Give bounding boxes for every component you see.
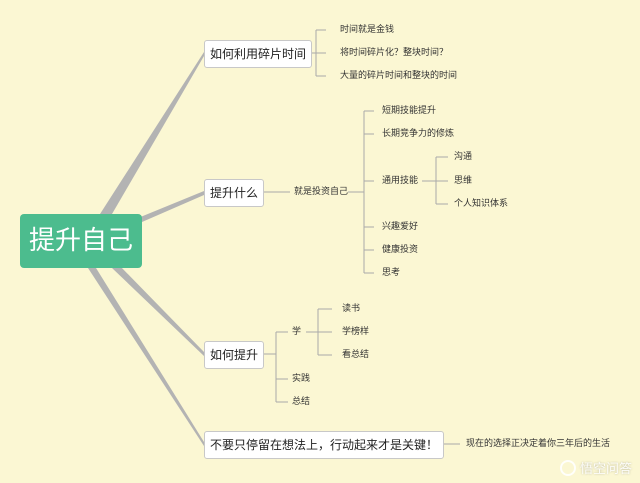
leaf-knowledge-system[interactable]: 个人知识体系 (454, 199, 509, 209)
leaf-connectors (262, 29, 460, 445)
branch-node-what-to-improve[interactable]: 提升什么 (204, 179, 265, 207)
leaf-short-term-skills[interactable]: 短期技能提升 (382, 106, 437, 116)
branch-node-take-action[interactable]: 不要只停留在想法上，行动起来才是关键！ (204, 431, 445, 459)
leaf-mindset[interactable]: 思维 (454, 176, 473, 186)
leaf-hobbies[interactable]: 兴趣爱好 (382, 222, 419, 232)
leaf-summarize[interactable]: 总结 (292, 397, 311, 407)
leaf-long-term-competitiveness[interactable]: 长期竞争力的修炼 (382, 129, 455, 139)
connector-branch-2 (138, 191, 204, 222)
connector-branch-4 (88, 268, 204, 446)
leaf-read-books[interactable]: 读书 (342, 304, 361, 314)
leaf-fragment-or-block-time[interactable]: 将时间碎片化？整块时间？ (340, 48, 449, 58)
branch-node-fragment-time[interactable]: 如何利用碎片时间 (204, 40, 313, 68)
leaf-review-summaries[interactable]: 看总结 (342, 350, 370, 360)
leaf-choices-decide-future[interactable]: 现在的选择正决定着你三年后的生活 (466, 439, 611, 449)
leaf-practice[interactable]: 实践 (292, 374, 311, 384)
branch-node-how-to-improve[interactable]: 如何提升 (204, 341, 265, 369)
root-connectors (88, 52, 204, 446)
watermark: 悟空问答 (559, 458, 632, 477)
leaf-lots-of-fragment-and-block-time[interactable]: 大量的碎片时间和整块的时间 (340, 71, 458, 81)
root-node[interactable]: 提升自己 (20, 214, 142, 268)
leaf-learn[interactable]: 学 (292, 327, 302, 337)
leaf-thinking[interactable]: 思考 (382, 268, 401, 278)
leaf-time-is-money[interactable]: 时间就是金钱 (340, 25, 395, 35)
connector-branch-3 (112, 266, 204, 356)
leaf-learn-from-role-models[interactable]: 学榜样 (342, 327, 370, 337)
connector-branch-1 (100, 52, 204, 214)
leaf-health-investment[interactable]: 健康投资 (382, 245, 419, 255)
watermark-text: 悟空问答 (579, 462, 632, 477)
mid-invest-in-yourself[interactable]: 就是投资自己 (294, 187, 349, 197)
leaf-communication[interactable]: 沟通 (454, 152, 473, 162)
wukong-logo-icon (559, 459, 576, 476)
leaf-general-skills[interactable]: 通用技能 (382, 176, 419, 186)
